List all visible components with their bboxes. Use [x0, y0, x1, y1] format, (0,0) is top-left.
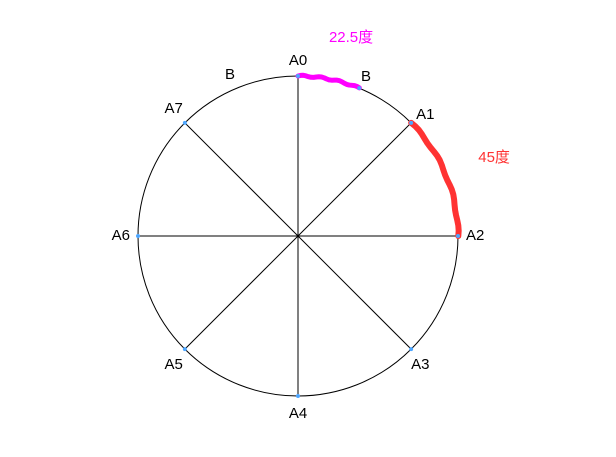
point-label-a6: A6	[112, 227, 130, 244]
point-marker-a0	[296, 74, 300, 78]
point-marker-a2	[456, 234, 460, 238]
point-markers	[136, 74, 460, 398]
point-label-a1: A1	[416, 106, 434, 123]
diameter-line-a3-a7	[184, 122, 412, 350]
point-label-a7: A7	[165, 100, 183, 117]
point-marker-a7	[182, 120, 187, 125]
point-label-a0: A0	[289, 52, 307, 69]
point-label-a3: A3	[411, 356, 429, 373]
point-label-a2: A2	[466, 227, 484, 244]
arc-22-5-label: 22.5度	[329, 29, 373, 46]
point-marker-a5	[182, 347, 187, 352]
diameter-lines	[138, 76, 458, 396]
point-label-b-left: B	[225, 66, 235, 83]
point-marker-a3	[409, 347, 414, 352]
point-marker-b-right	[357, 86, 362, 91]
point-label-b-right: B	[361, 68, 371, 85]
arc-labels: 22.5度 45度	[329, 29, 510, 166]
point-marker-a1	[409, 120, 414, 125]
arc-22-5	[295, 72, 362, 91]
point-marker-a6	[136, 234, 140, 238]
point-label-a4: A4	[289, 405, 307, 422]
point-marker-a4	[296, 394, 300, 398]
highlight-arcs	[295, 72, 462, 239]
arc-45-label: 45度	[478, 149, 510, 166]
arc-45	[408, 119, 462, 239]
point-label-a5: A5	[165, 356, 183, 373]
